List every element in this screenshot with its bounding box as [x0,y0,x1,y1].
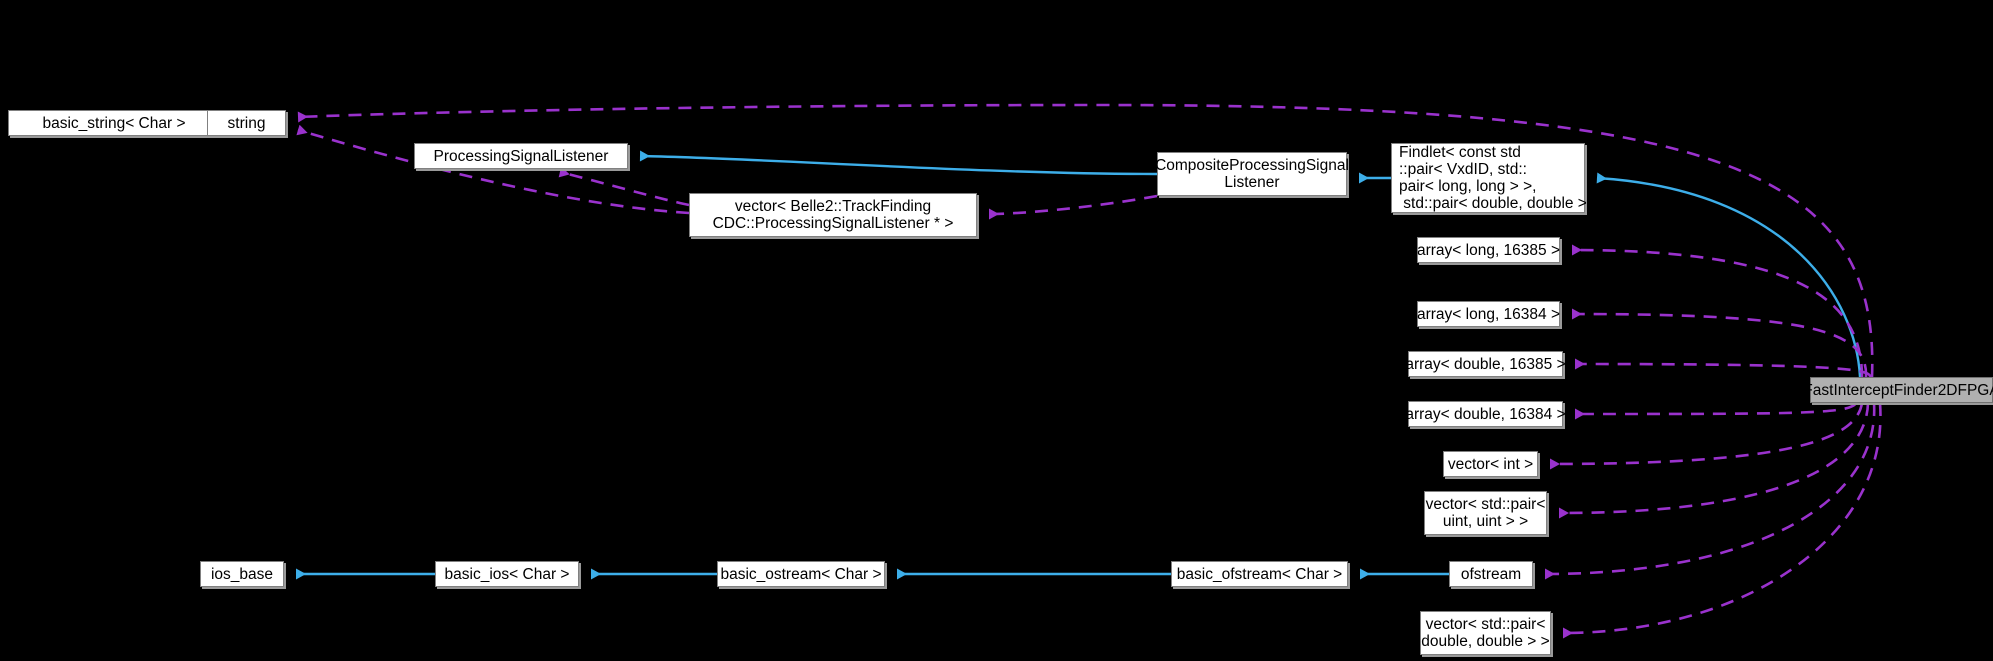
inheritance-edges [207,117,1862,580]
node-label-array_long_16384: array< long, 16384 > [1416,305,1561,323]
node-array_dbl_16384[interactable]: array< double, 16384 > [1405,401,1566,427]
node-vector_int[interactable]: vector< int > [1443,451,1538,477]
node-vector_psl[interactable]: vector< Belle2::TrackFinding CDC::Proces… [689,193,977,237]
edge-cpsl-to-psl [639,150,1158,176]
node-label-vector_dbl_pair: vector< std::pair< double, double > > [1421,616,1550,650]
node-vector_uint_pair[interactable]: vector< std::pair< uint, uint > > [1424,491,1547,535]
edge-target-to-array_dbl_16385 [1574,358,1872,378]
edge-target-to-string [297,103,1874,378]
edge-target-to-array_dbl_16384 [1574,402,1858,420]
node-array_long_16385[interactable]: array< long, 16385 > [1417,237,1560,263]
edge-target-to-array_long_16385 [1571,244,1864,378]
node-label-basic_string: basic_string< Char > [42,114,186,132]
edge-target-to-vector_dbl_pair [1562,402,1882,639]
node-ofstream[interactable]: ofstream [1449,561,1533,587]
node-label-string: string [227,114,266,132]
node-label-ios_base: ios_base [210,565,274,583]
node-array_long_16384[interactable]: array< long, 16384 > [1417,301,1560,327]
node-basic_ofstream[interactable]: basic_ofstream< Char > [1171,561,1348,587]
node-label-vector_uint_pair: vector< std::pair< uint, uint > > [1425,496,1546,530]
node-findlet[interactable]: Findlet< const std ::pair< VxdID, std:: … [1391,143,1600,213]
node-label-findlet: Findlet< const std ::pair< VxdID, std:: … [1399,144,1601,212]
node-label-cpsl: CompositeProcessingSignal Listener [1155,157,1349,191]
edge-vector_psl-to-string [296,124,690,215]
node-psl[interactable]: ProcessingSignalListener [414,143,628,169]
node-ios_base[interactable]: ios_base [200,561,284,587]
node-string[interactable]: string [207,110,286,136]
node-label-target: FastInterceptFinder2DFPGA [1803,381,1993,399]
node-label-basic_ofstream: basic_ofstream< Char > [1176,565,1343,583]
node-label-vector_psl: vector< Belle2::TrackFinding CDC::Proces… [712,198,954,232]
node-label-ofstream: ofstream [1460,565,1522,583]
node-basic_ios[interactable]: basic_ios< Char > [435,561,579,587]
node-target[interactable]: FastInterceptFinder2DFPGA [1803,377,1993,403]
node-label-vector_int: vector< int > [1447,455,1534,473]
edge-target-to-vector_uint_pair [1558,402,1870,519]
node-basic_string[interactable]: basic_string< Char > [8,110,220,136]
node-label-psl: ProcessingSignalListener [433,147,609,165]
node-label-array_dbl_16385: array< double, 16385 > [1405,355,1566,373]
edge-cpsl-to-vector_psl [988,194,1158,220]
node-vector_dbl_pair[interactable]: vector< std::pair< double, double > > [1420,611,1551,655]
edge-target-to-vector_int [1549,402,1864,470]
node-label-array_long_16385: array< long, 16385 > [1416,241,1561,259]
node-basic_ostream[interactable]: basic_ostream< Char > [717,561,885,587]
edge-vector_psl-to-psl [558,166,690,207]
node-array_dbl_16385[interactable]: array< double, 16385 > [1405,351,1566,377]
node-label-array_dbl_16384: array< double, 16384 > [1405,405,1566,423]
usage-edges [296,103,1882,639]
node-cpsl[interactable]: CompositeProcessingSignal Listener [1155,152,1349,196]
node-label-basic_ostream: basic_ostream< Char > [720,565,882,583]
edge-target-to-ofstream [1544,402,1876,580]
edge-target-to-findlet [1596,172,1862,378]
node-label-basic_ios: basic_ios< Char > [444,565,570,583]
